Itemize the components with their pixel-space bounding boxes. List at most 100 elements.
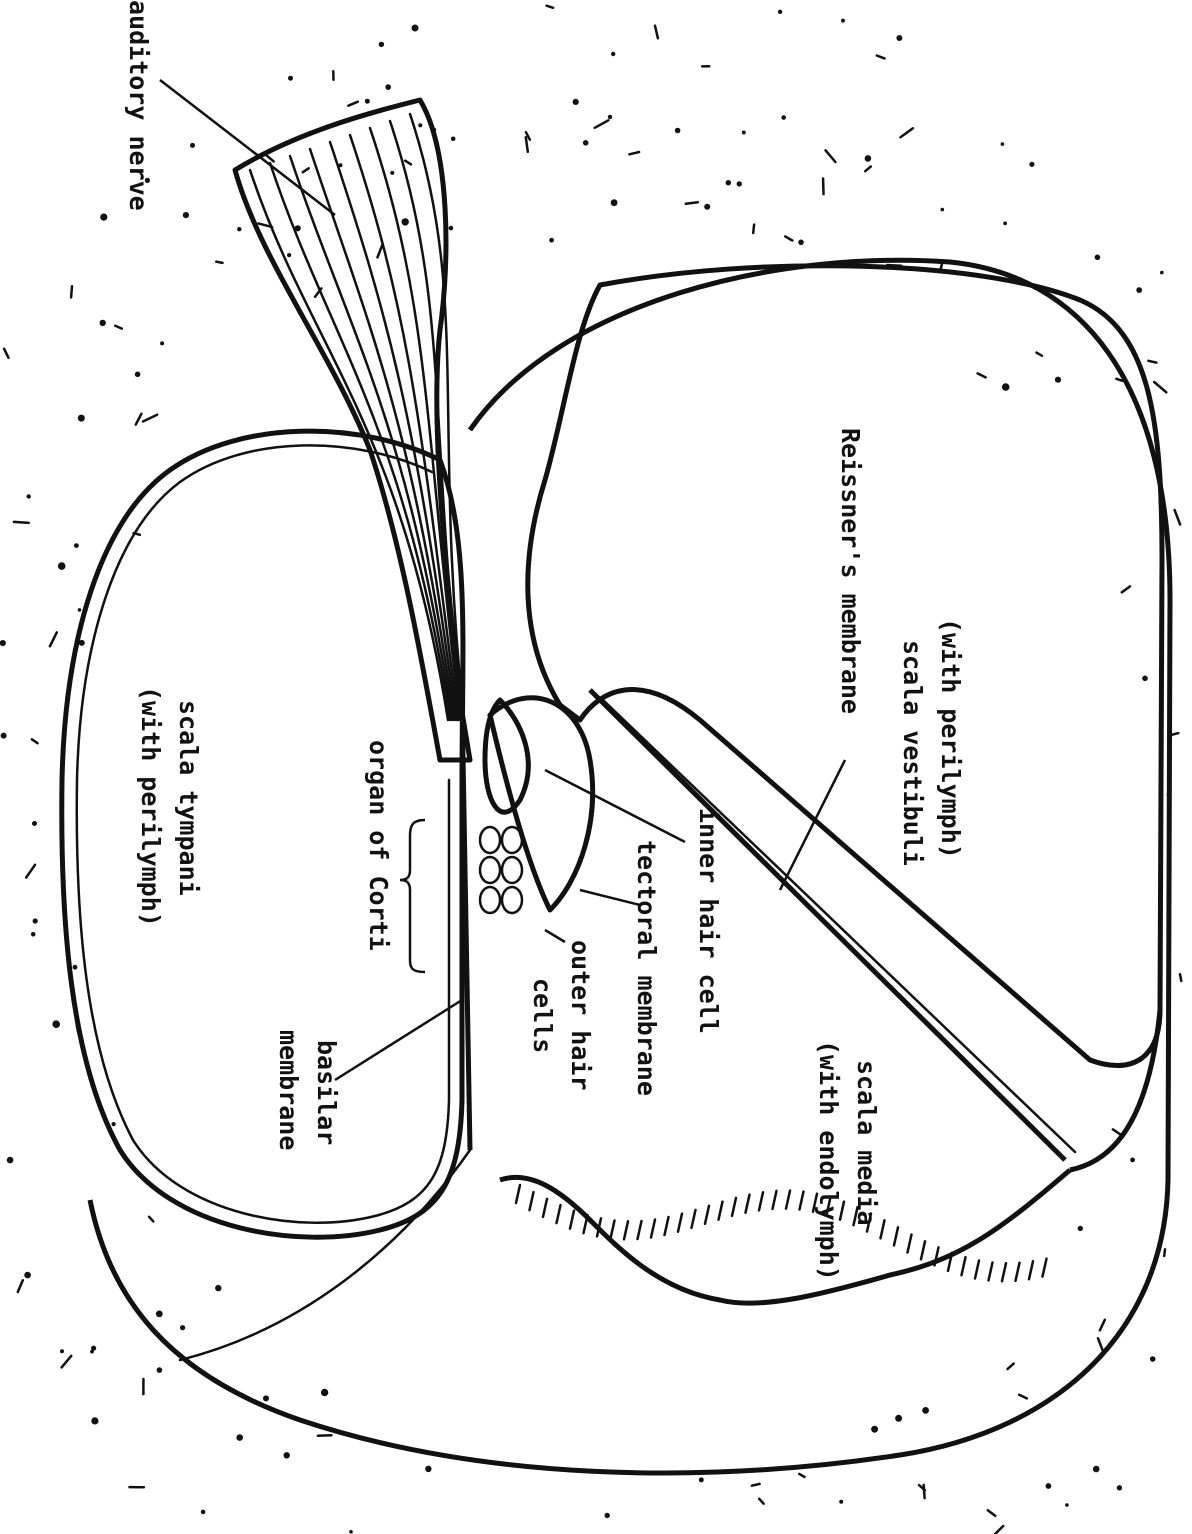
stipple-dot [451,137,456,142]
stria-fringe-mark [921,1241,925,1259]
stipple-dot [100,214,107,221]
stipple-dot [201,1510,206,1515]
stria-fringe-mark [530,1192,534,1210]
stria-fringe-mark [908,1235,912,1253]
stipple-dot [183,212,189,218]
stipple-dash [1008,1364,1014,1370]
stipple-dot [1055,377,1061,383]
stipple-dash [785,236,792,240]
stipple-dot [0,640,6,646]
stria-fringe-mark [692,1210,696,1228]
scala-media-outer-wall [1070,1010,1160,1170]
stria-fringe [516,1185,1047,1281]
cochlea-outer-wall [90,260,1170,1473]
stipple-dash [865,167,871,172]
stipple-dot [32,821,37,826]
stipple-dot [895,1415,902,1422]
stria-fringe-mark [705,1206,709,1224]
stipple-dash [759,1499,763,1504]
stria-fringe-mark [773,1191,777,1209]
stipple-dot [737,181,742,186]
stipple-dot [288,76,293,81]
stipple-dot [349,1530,353,1534]
stipple-dash [978,373,986,377]
stipple-dot [1160,271,1164,275]
stipple-dash [136,414,142,425]
stipple-dash [303,168,309,172]
stria-fringe-mark [651,1220,655,1238]
stipple-dash [378,244,383,257]
stipple-dash [1122,586,1130,592]
stria-vascularis [500,1170,1070,1303]
stipple-dot [157,1367,163,1373]
stipple-dot [100,320,106,326]
stria-fringe-mark [732,1198,736,1216]
stipple-dash [1175,510,1181,524]
hair-cell [480,827,500,853]
stria-fringe-mark [665,1217,669,1235]
stipple-dash [655,26,658,39]
hair-cell [502,827,522,853]
stipple-dash [318,1435,332,1436]
stipple-dash [115,326,122,329]
stria-fringe-mark [975,1261,979,1279]
stipple-dot [1001,142,1005,146]
stipple-dot [390,171,394,175]
stipple-dash [14,522,29,523]
stipple-dash [266,155,273,161]
stria-fringe-mark [759,1192,763,1210]
stipple-dash [1154,382,1166,392]
stipple-dot [742,131,746,135]
stipple-dot [112,1122,116,1126]
stipple-dot [1065,1503,1069,1507]
stria-fringe-mark [1043,1259,1047,1277]
stipple-dash [752,1484,760,1486]
hair-cell [502,887,522,913]
stipple-dash [216,262,222,263]
stipple-dash [4,349,8,358]
stipple-dot [1002,383,1010,391]
label-tectoral-membrane: tectoral membrane [632,840,661,1096]
stipple-dot [418,123,422,127]
label-scala-tympani-sub: (with perilymph) [136,686,165,927]
stipple-dot [605,1513,610,1518]
stipple-dash [32,739,38,743]
label-inner-hair-cell: inner hair cell [694,808,723,1034]
stria-fringe-mark [543,1199,547,1217]
stria-fringe-mark [624,1221,628,1239]
label-scala-vestibuli: scala vestibuli [898,640,927,866]
stipple-dot [236,1434,243,1441]
stipple-dot [675,128,681,134]
stipple-dash [18,1280,23,1292]
stipple-dot [425,1466,431,1472]
stipple-dot [321,1389,328,1396]
stipple-dot [52,1020,60,1028]
basilar-membrane-leader [335,1000,462,1080]
stipple-dot [135,372,141,378]
stipple-dot [385,84,391,90]
label-reissners-membrane: Reissner's membrane [836,428,865,714]
stipple-dash [1037,353,1043,356]
stipple-dash [799,1474,804,1477]
outer-hair-cells-leader [545,930,565,942]
stipple-dot [190,143,195,148]
spiral-ligament-lines [180,1150,470,1360]
stipple-dot [781,115,786,120]
stipple-dot [611,52,615,56]
stria-fringe-mark [989,1263,993,1281]
stipple-dash [995,1526,1003,1534]
stipple-dash [988,1510,996,1516]
stipple-dot [156,1311,163,1318]
stipple-dot [1078,1226,1083,1231]
stipple-dot [1095,254,1101,260]
stipple-dot [412,25,419,32]
stipple-dash [753,225,754,233]
nerve-fiber [270,163,450,720]
stipple-dot [1029,162,1034,167]
label-auditory-nerve: auditory nerve [124,0,153,211]
label-scala-vestibuli-sub: (with perilymph) [936,618,965,859]
stipple-dot [1003,222,1007,226]
stria-fringe-mark [678,1214,682,1232]
stipple-dash [877,56,885,59]
